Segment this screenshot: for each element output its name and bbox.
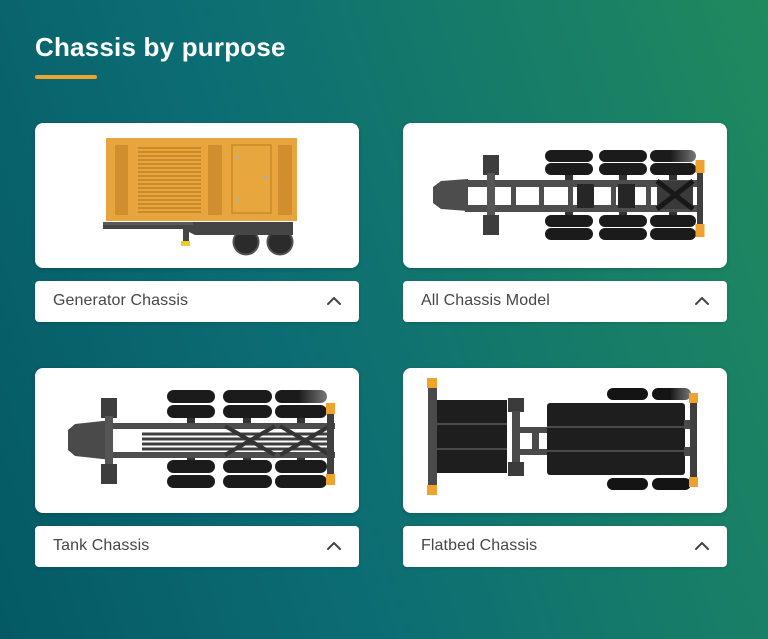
tank-chassis-top-view-graphic — [68, 389, 335, 488]
accordion-header-generator-chassis[interactable]: Generator Chassis — [35, 280, 359, 322]
accordion-header-tank-chassis[interactable]: Tank Chassis — [35, 525, 359, 567]
card-label: Flatbed Chassis — [421, 537, 538, 555]
page-title: Chassis by purpose — [35, 32, 286, 62]
flatbed-chassis-illustration — [403, 367, 727, 513]
card-all-chassis-model: All Chassis Model — [403, 122, 727, 322]
tank-chassis-illustration — [35, 367, 359, 513]
accordion-header-all-chassis-model[interactable]: All Chassis Model — [403, 280, 727, 322]
card-label: Generator Chassis — [53, 292, 189, 310]
generator-chassis-side-view-graphic — [103, 137, 297, 256]
chassis-card-grid: Generator Chassis — [35, 122, 733, 567]
chevron-up-icon[interactable] — [326, 541, 342, 551]
chevron-up-icon[interactable] — [694, 296, 710, 306]
all-chassis-top-view-graphic — [433, 149, 705, 240]
card-label: Tank Chassis — [53, 537, 150, 555]
card-flatbed-chassis: Flatbed Chassis — [403, 367, 727, 567]
card-generator-chassis: Generator Chassis — [35, 122, 359, 322]
chevron-up-icon[interactable] — [694, 541, 710, 551]
card-label: All Chassis Model — [421, 292, 550, 310]
accordion-header-flatbed-chassis[interactable]: Flatbed Chassis — [403, 525, 727, 567]
card-tank-chassis: Tank Chassis — [35, 367, 359, 567]
title-underline — [35, 74, 97, 79]
all-chassis-model-illustration — [403, 122, 727, 268]
flatbed-chassis-top-view-graphic — [427, 377, 698, 495]
generator-chassis-illustration — [35, 122, 359, 268]
chevron-up-icon[interactable] — [326, 296, 342, 306]
